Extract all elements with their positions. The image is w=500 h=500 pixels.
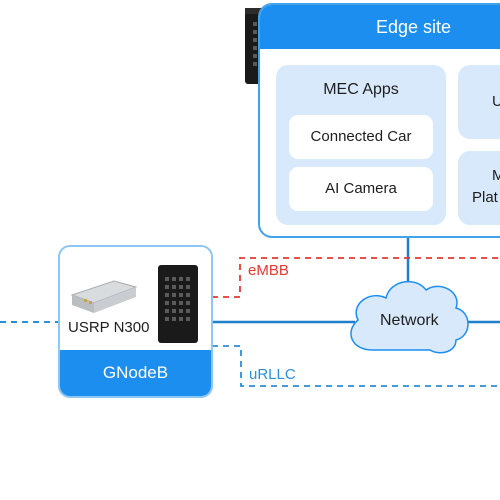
edge-right-panel-top-text: U	[492, 93, 500, 110]
embb-link	[212, 257, 500, 298]
urllc-label: uRLLC	[249, 366, 296, 383]
edge-right-panel-top: U	[458, 65, 500, 139]
urllc-link	[212, 345, 500, 387]
edge-right-panel-bottom: M Plat	[458, 151, 500, 225]
gnodeb-server-tower-icon	[158, 265, 198, 343]
gnodeb-title: GNodeB	[60, 350, 211, 396]
edge-right-panel-bottom-line1: M	[492, 167, 500, 184]
edge-site-panel: Edge site MEC Apps Connected Car AI Came…	[258, 3, 500, 238]
mec-apps-panel: MEC Apps Connected Car AI Camera	[276, 65, 446, 225]
usrp-label: USRP N300	[68, 319, 150, 336]
app-connected-car: Connected Car	[289, 115, 433, 159]
app-ai-camera: AI Camera	[289, 167, 433, 211]
embb-label: eMBB	[248, 262, 289, 279]
network-label: Network	[380, 312, 439, 329]
edge-right-panel-bottom-line2: Plat	[472, 189, 498, 206]
edge-site-title: Edge site	[260, 5, 500, 49]
gnodeb-hardware	[70, 265, 198, 343]
network-cloud	[350, 280, 469, 354]
gnodeb-panel: USRP N300 GNodeB	[58, 245, 213, 398]
mec-apps-title: MEC Apps	[323, 81, 399, 98]
usrp-device-icon	[70, 280, 138, 313]
